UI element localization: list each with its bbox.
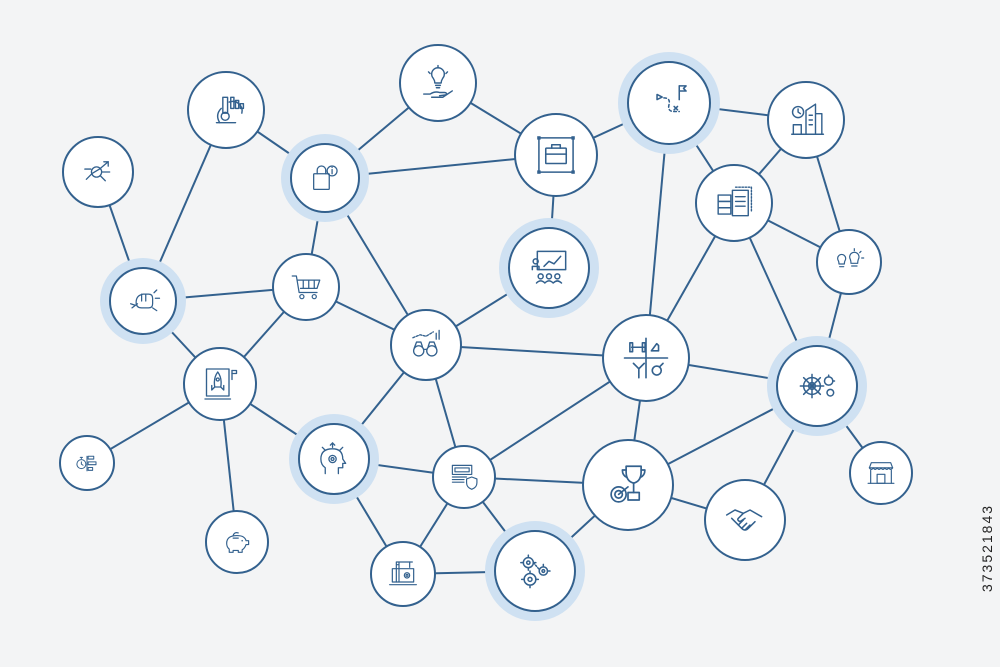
node-management (767, 336, 867, 436)
node-circle (695, 164, 773, 242)
banknote-shield-icon (451, 464, 478, 490)
shopping-bag-info-icon (313, 165, 338, 190)
binoculars-chart-icon (412, 329, 440, 357)
stock-image-id: 373521843 (974, 428, 1000, 667)
node-construction (370, 541, 436, 607)
node-circle (187, 71, 265, 149)
node-training (499, 218, 599, 318)
node-circle (627, 61, 711, 145)
node-time-office (767, 81, 845, 159)
magnifier-chart-icon (84, 161, 111, 182)
node-circle (272, 253, 340, 321)
clock-building-icon (791, 103, 825, 135)
node-secure-payment (432, 445, 496, 509)
node-startup (183, 347, 257, 421)
node-store (849, 441, 913, 505)
head-gear-icon (320, 442, 347, 475)
shopping-cart-icon (291, 275, 321, 300)
node-circle (849, 441, 913, 505)
two-lightbulbs-icon (837, 248, 865, 268)
storefront-icon (867, 462, 895, 484)
node-process (485, 521, 585, 621)
node-mind (289, 414, 379, 504)
trophy-target-icon (610, 465, 646, 503)
node-circle (370, 541, 436, 607)
node-savings (205, 510, 269, 574)
node-circle (205, 510, 269, 574)
server-documents-icon (717, 186, 753, 217)
node-vision (390, 309, 462, 381)
network-nodes (59, 44, 913, 621)
node-data-docs (695, 164, 773, 242)
piggy-bank-icon (226, 532, 250, 553)
node-circle (816, 229, 882, 295)
gears-icon (520, 554, 551, 589)
dumbbell-bomb-icon (623, 337, 669, 379)
lightbulb-hand-icon (423, 64, 453, 98)
node-idea (399, 44, 477, 122)
handshake-icon (725, 509, 763, 531)
stock-image-id-text: 373521843 (979, 503, 996, 592)
node-circle (390, 309, 462, 381)
node-circle (62, 136, 134, 208)
helm-gears-icon (799, 373, 836, 399)
node-timeline (59, 435, 115, 491)
node-circle (290, 143, 360, 213)
node-research (187, 71, 265, 149)
node-achievement (582, 439, 674, 531)
node-ideas-compare (816, 229, 882, 295)
microscope-chart-icon (215, 96, 245, 124)
node-portfolio (514, 113, 598, 197)
node-strategy-path (618, 52, 720, 154)
node-partnership (704, 479, 786, 561)
node-product-info (281, 134, 369, 222)
node-circle (704, 479, 786, 561)
node-analytics (62, 136, 134, 208)
node-cart (272, 253, 340, 321)
briefcase-frame-icon (537, 136, 575, 174)
route-flag-icon (656, 85, 687, 113)
crane-laptop-icon (389, 561, 417, 586)
node-circle (494, 530, 576, 612)
node-circle (183, 347, 257, 421)
node-circle (514, 113, 598, 197)
node-circle (582, 439, 674, 531)
node-power (100, 258, 186, 344)
node-decisions (602, 314, 690, 402)
presentation-audience-icon (531, 250, 567, 284)
node-circle (109, 267, 177, 335)
rocket-launch-icon (204, 368, 238, 400)
stopwatch-timeline-icon (76, 455, 97, 472)
node-circle (508, 227, 590, 309)
fist-power-icon (130, 289, 161, 312)
